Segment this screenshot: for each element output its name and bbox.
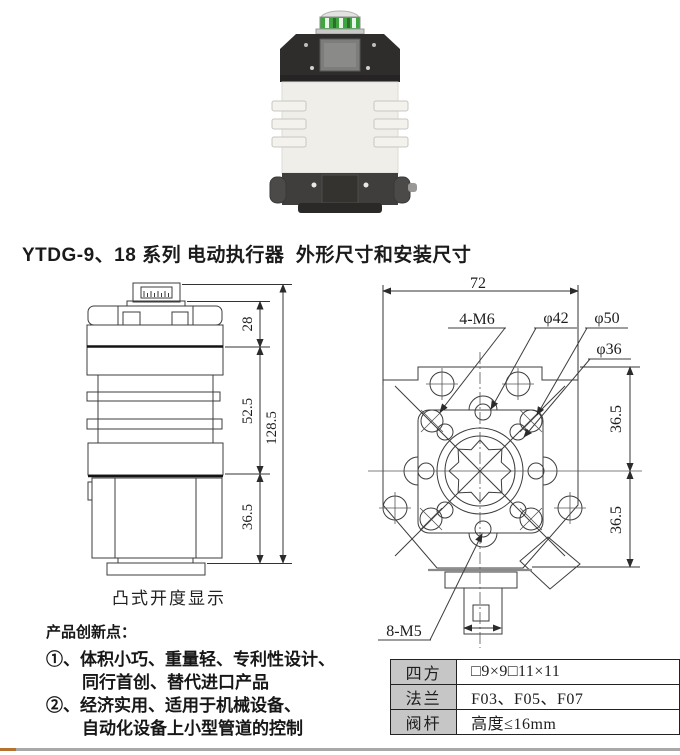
bolt-holes-m5: [417, 403, 545, 538]
leader-lines: [394, 327, 591, 641]
dim-128-5: 128.5: [264, 411, 280, 445]
spec-label-square: 四方: [389, 659, 458, 685]
dim-72: 72: [470, 275, 486, 292]
corner-tab-outline: [519, 536, 581, 590]
table-row: 阀杆 高度≤16mm: [389, 709, 680, 735]
footer-rule-accent: [0, 748, 16, 751]
label-8-m5: 8-M5: [386, 623, 422, 640]
body-outline: [382, 366, 581, 635]
side-view-drawing: 28 52.5 36.5 128.5: [86, 282, 292, 576]
label-4-m6: 4-M6: [459, 311, 495, 328]
spec-label-flange: 法兰: [389, 684, 458, 710]
bottom-view-labels: 4-M6 φ42 φ50 φ36 8-M5: [378, 310, 631, 641]
actuator-top-housing: [280, 34, 400, 82]
spec-table: 四方 □9×9□11×11 法兰 F03、F05、F07 阀杆 高度≤16mm: [389, 659, 680, 735]
lower-housing-outline: [87, 442, 224, 576]
innovation-line-3: ②、经济实用、适用于机械设备、: [46, 696, 301, 715]
innovation-line-1: ①、体积小巧、重量轻、专利性设计、: [46, 650, 335, 669]
cooling-fins-left: [271, 100, 307, 148]
corner-mount-holes: [379, 368, 586, 524]
opening-indicator-outline: [126, 282, 186, 307]
label-phi36: φ36: [596, 341, 621, 358]
spec-value-stem: 高度≤16mm: [456, 709, 680, 735]
innovation-points: 产品创新点： ①、体积小巧、重量轻、专利性设计、 同行首创、替代进口产品 ②、经…: [46, 621, 335, 740]
actuator-bottom-housing: [269, 173, 417, 213]
bottom-view-drawing: 4-M6 φ42 φ50 φ36 8-M5 72 36.5 36.5: [368, 275, 642, 648]
footer-rule: [0, 748, 680, 751]
side-view-caption: 凸式开度显示: [112, 589, 226, 608]
centerlines: [368, 352, 642, 648]
position-indicator-dome: [315, 10, 365, 35]
label-phi50: φ50: [594, 310, 619, 327]
dimension-drawings: 28 52.5 36.5 128.5: [86, 275, 642, 648]
bottom-view-dimensions: 72 36.5 36.5: [382, 275, 640, 632]
side-view-dimensions: 28 52.5 36.5 128.5: [182, 283, 292, 564]
square-drive-end: [472, 604, 490, 622]
spec-value-flange: F03、F05、F07: [456, 684, 680, 710]
table-row: 法兰 F03、F05、F07: [389, 684, 680, 710]
dim-52-5: 52.5: [240, 398, 256, 424]
dim-36-5-lower: 36.5: [608, 506, 625, 534]
label-phi42: φ42: [543, 310, 568, 327]
product-photo: [269, 10, 417, 213]
innovation-line-2: 同行首创、替代进口产品: [82, 673, 269, 692]
innovation-heading: 产品创新点：: [46, 624, 137, 641]
dim-36-5-upper: 36.5: [608, 405, 625, 433]
table-row: 四方 □9×9□11×11: [389, 659, 680, 685]
cooling-fins-right: [373, 100, 409, 148]
upper-housing-outline: [86, 324, 224, 376]
spec-value-square: □9×9□11×11: [456, 659, 680, 685]
dim-36-5-side: 36.5: [240, 504, 256, 530]
mid-body-outline: [86, 374, 223, 444]
spec-label-stem: 阀杆: [389, 709, 458, 735]
actuator-body: [271, 81, 409, 174]
top-cover-outline: [87, 305, 223, 326]
page-title: YTDG-9、18 系列 电动执行器 外形尺寸和安装尺寸: [22, 245, 472, 266]
innovation-line-4: 自动化设备上小型管道的控制: [82, 719, 303, 738]
dim-28: 28: [240, 317, 256, 332]
